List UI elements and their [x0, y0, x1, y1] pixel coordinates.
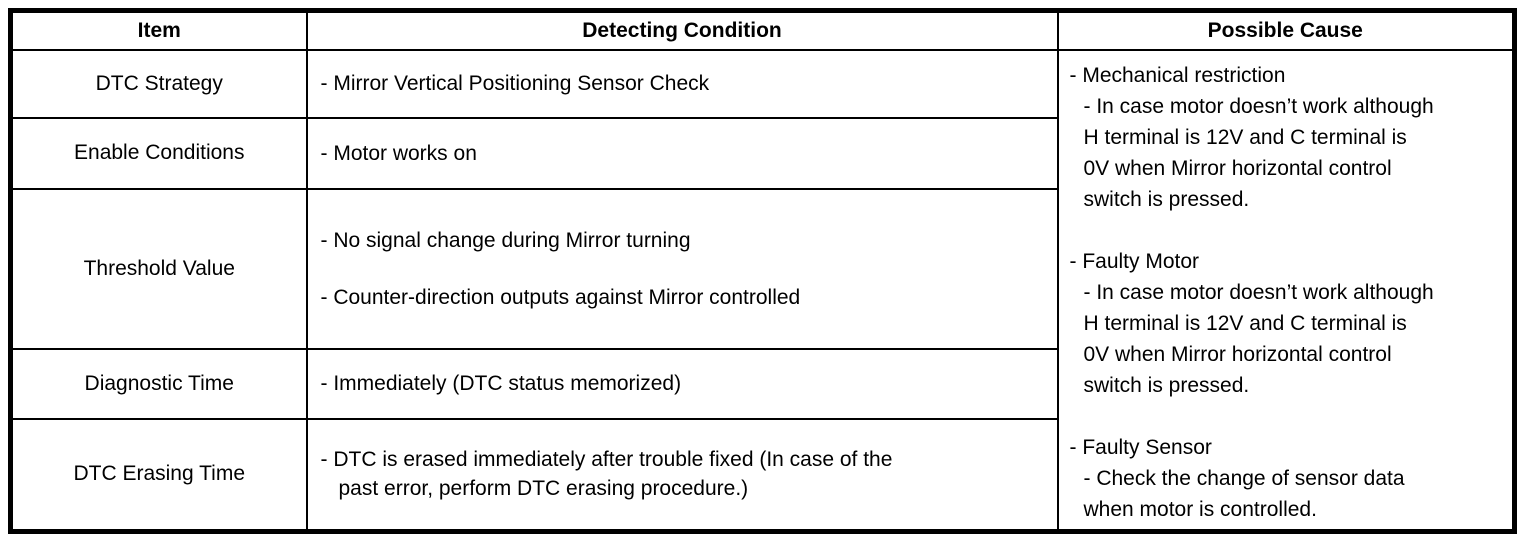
table-row-dtc-erasing-time: DTC Erasing Time - DTC is erased immedia…: [9, 417, 1515, 533]
condition-dtc-erasing-time: - DTC is erased immediately after troubl…: [305, 417, 1059, 533]
cause-detail-line: H terminal is 12V and C terminal is: [1083, 126, 1407, 149]
cause-detail-line: switch is pressed.: [1083, 374, 1250, 397]
column-header-item: Item: [9, 9, 308, 51]
possible-cause-cell: - Mechanical restriction - In case motor…: [1056, 49, 1516, 533]
cause-detail-line: 0V when Mirror horizontal control: [1083, 157, 1392, 180]
condition-bullet: - Mirror Vertical Positioning Sensor Che…: [320, 72, 710, 96]
condition-dtc-strategy: - Mirror Vertical Positioning Sensor Che…: [305, 49, 1059, 119]
item-label-enable-conditions: Enable Conditions: [9, 116, 308, 191]
cause-detail: - In case motor doesn’t work although H …: [1084, 277, 1507, 401]
condition-continuation-line: past error, perform DTC erasing procedur…: [338, 477, 749, 501]
condition-bullet: - Counter-direction outputs against Mirr…: [320, 286, 801, 310]
condition-diagnostic-time: - Immediately (DTC status memorized): [305, 348, 1059, 420]
item-label-dtc-strategy: DTC Strategy: [9, 49, 308, 119]
cause-detail: - In case motor doesn’t work although H …: [1084, 91, 1507, 215]
table-row-diagnostic-time: Diagnostic Time - Immediately (DTC statu…: [9, 348, 1515, 420]
column-header-possible-cause: Possible Cause: [1056, 9, 1516, 51]
table-row-threshold-value: Threshold Value - No signal change durin…: [9, 188, 1515, 351]
cause-detail: - Check the change of sensor data when m…: [1084, 463, 1507, 525]
item-label-diagnostic-time: Diagnostic Time: [9, 348, 308, 420]
condition-bullet: - Motor works on: [320, 141, 477, 165]
condition-line: - DTC is erased immediately after troubl…: [320, 448, 893, 472]
cause-detail-line: - In case motor doesn’t work although: [1083, 95, 1434, 118]
table-row-dtc-strategy: DTC Strategy - Mirror Vertical Positioni…: [9, 49, 1516, 533]
condition-threshold-value: - No signal change during Mirror turning…: [305, 188, 1059, 351]
table-header-row: Item Detecting Condition Possible Cause: [9, 9, 1516, 51]
condition-bullet: - Immediately (DTC status memorized): [320, 372, 682, 396]
item-label-threshold-value: Threshold Value: [9, 188, 308, 351]
cause-detail-line: 0V when Mirror horizontal control: [1083, 343, 1392, 366]
cause-detail-line: - In case motor doesn’t work although: [1083, 281, 1434, 304]
cause-detail-line: H terminal is 12V and C terminal is: [1083, 312, 1407, 335]
condition-bullet: - No signal change during Mirror turning: [320, 229, 691, 253]
cause-detail-line: switch is pressed.: [1083, 188, 1250, 211]
cause-detail-line: - Check the change of sensor data: [1083, 467, 1405, 490]
cause-faulty-sensor: - Faulty Sensor - Check the change of se…: [1070, 432, 1507, 525]
dtc-diagnostic-table: Item Detecting Condition Possible Cause …: [8, 8, 1517, 534]
cause-faulty-motor: - Faulty Motor - In case motor doesn’t w…: [1070, 246, 1507, 401]
cause-title: - Faulty Sensor: [1069, 436, 1212, 459]
condition-bullet: - DTC is erased immediately after troubl…: [321, 445, 1043, 503]
column-header-detecting-condition: Detecting Condition: [305, 9, 1059, 51]
cause-title: - Mechanical restriction: [1069, 64, 1286, 87]
cause-title: - Faulty Motor: [1069, 250, 1200, 273]
cause-mechanical-restriction: - Mechanical restriction - In case motor…: [1070, 60, 1507, 215]
item-label-dtc-erasing-time: DTC Erasing Time: [9, 417, 308, 533]
table-row-enable-conditions: Enable Conditions - Motor works on: [9, 116, 1515, 191]
condition-enable-conditions: - Motor works on: [305, 116, 1059, 191]
cause-detail-line: when motor is controlled.: [1083, 498, 1317, 521]
